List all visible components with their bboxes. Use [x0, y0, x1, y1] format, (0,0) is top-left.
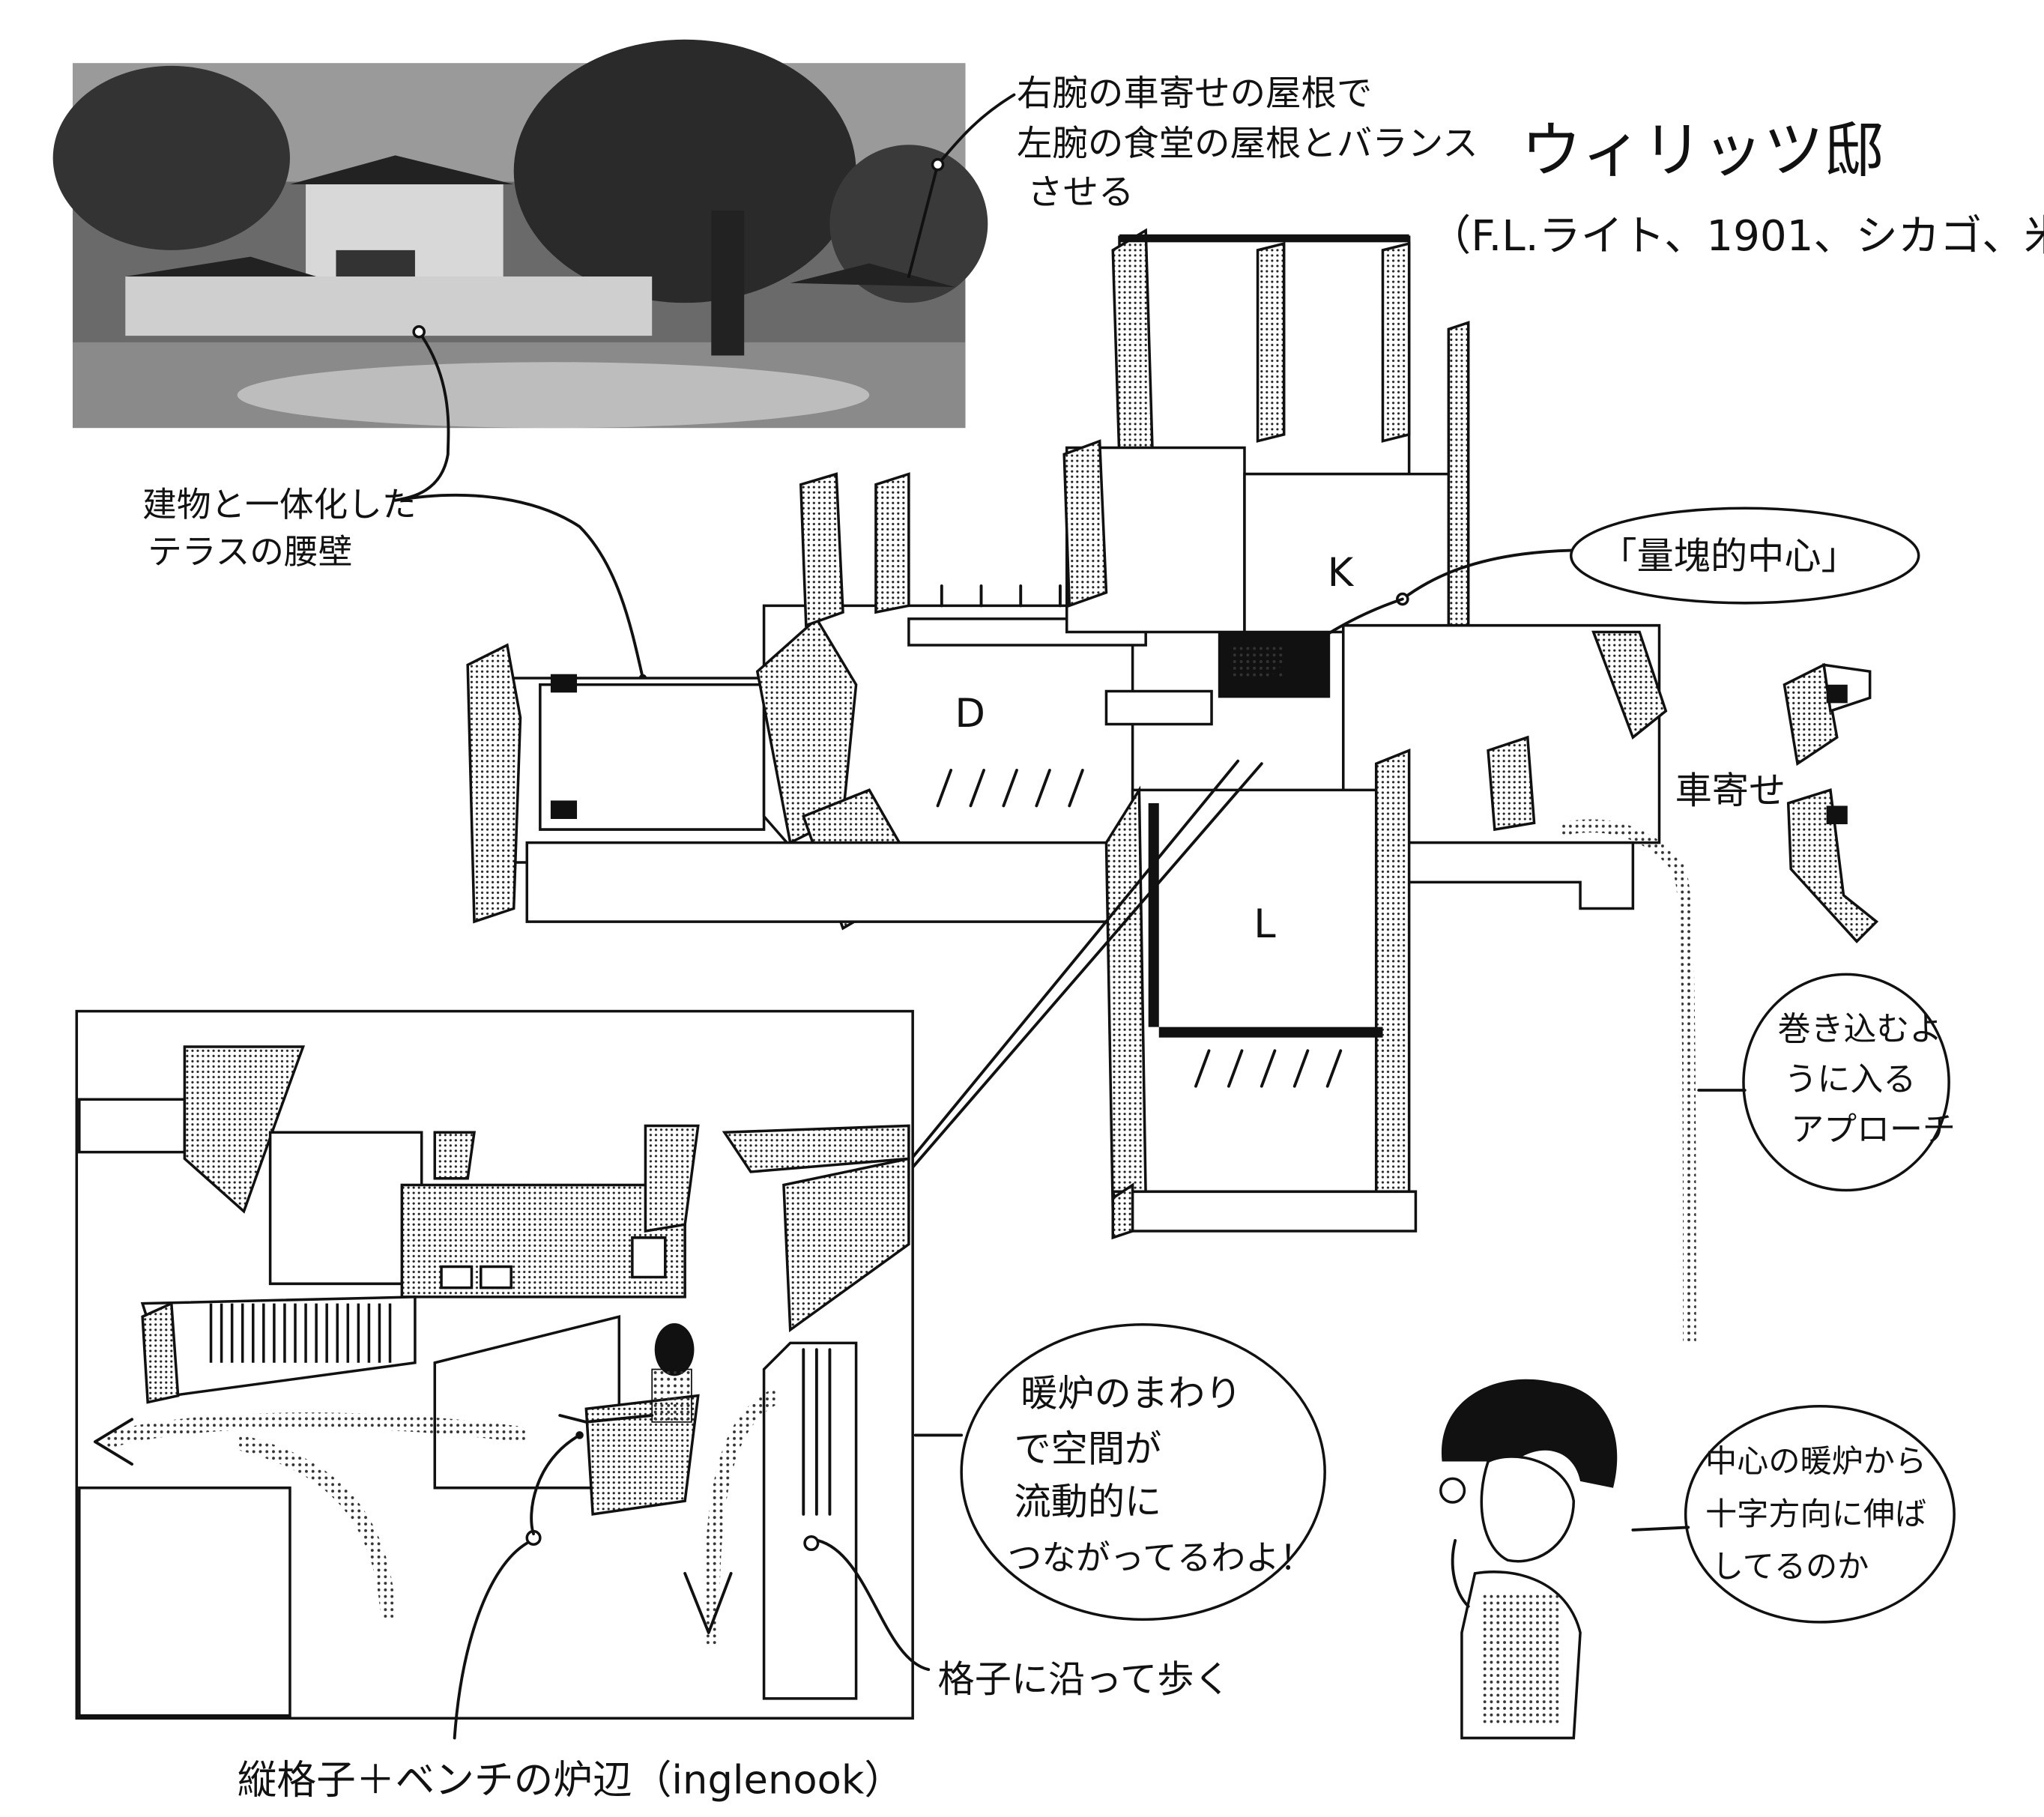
- character-line-1: 中心の暖炉から: [1705, 1443, 1926, 1480]
- isometric-plan: [466, 228, 1879, 1343]
- room-label-dining: D: [955, 691, 985, 737]
- fireplace-line-2: で空間が: [1014, 1427, 1161, 1471]
- approach-line-1: 巻き込むよ: [1778, 1010, 1943, 1048]
- terrace-note-line-2: テラスの腰壁: [148, 532, 352, 572]
- character-bubble: 中心の暖炉から 十字方向に伸ば してるのか: [1631, 1404, 1956, 1624]
- terrace-note: 建物と一体化した テラスの腰壁: [142, 325, 647, 683]
- fireplace-bubble: 暖炉のまわり で空間が 流動的に つながってるわよ！: [913, 1323, 1326, 1621]
- fireplace-line-4: つながってるわよ！: [1008, 1538, 1314, 1578]
- subtitle: （F.L.ライト、1901、シカゴ、米）: [1429, 212, 2044, 261]
- walk-note: 格子に沿って歩く: [803, 1535, 1231, 1701]
- inglenook-inset: [75, 1009, 914, 1720]
- approach-bubble: 巻き込むよ うに入る アプローチ: [1697, 973, 1956, 1192]
- title: ウィリッツ邸: [1521, 115, 1884, 186]
- approach-line-2: うに入る: [1784, 1060, 1916, 1098]
- terrace-note-line-1: 建物と一体化した: [142, 485, 416, 524]
- walk-note-text: 格子に沿って歩く: [938, 1657, 1231, 1701]
- approach-line-3: アプローチ: [1791, 1110, 1956, 1149]
- fireplace-line-1: 暖炉のまわり: [1021, 1372, 1242, 1415]
- photo-note-line-2: 左腕の食堂の屋根とバランス: [1017, 123, 1478, 164]
- house-photo: [52, 39, 988, 429]
- inglenook-note: 縦格子＋ベンチの炉辺（inglenook）: [238, 1431, 904, 1803]
- core-bubble: 「量塊的中心」: [1269, 507, 1920, 680]
- porte-cochere-label: 車寄せ: [1675, 769, 1786, 812]
- character-illustration: [1439, 1379, 1618, 1740]
- photo-note-line-1: 右腕の車寄せの屋根で: [1017, 73, 1372, 115]
- core-bubble-text: 「量塊的中心」: [1600, 534, 1857, 578]
- room-label-living: L: [1254, 901, 1276, 947]
- character-line-3: してるのか: [1712, 1548, 1869, 1585]
- room-label-kitchen: K: [1328, 550, 1355, 596]
- photo-note: 右腕の車寄せの屋根で 左腕の食堂の屋根とバランス させる: [907, 73, 1478, 278]
- character-line-2: 十字方向に伸ば: [1705, 1496, 1926, 1532]
- inglenook-note-text: 縦格子＋ベンチの炉辺（inglenook）: [238, 1757, 904, 1803]
- fireplace-line-3: 流動的に: [1014, 1480, 1161, 1523]
- photo-note-line-3: させる: [1027, 172, 1134, 213]
